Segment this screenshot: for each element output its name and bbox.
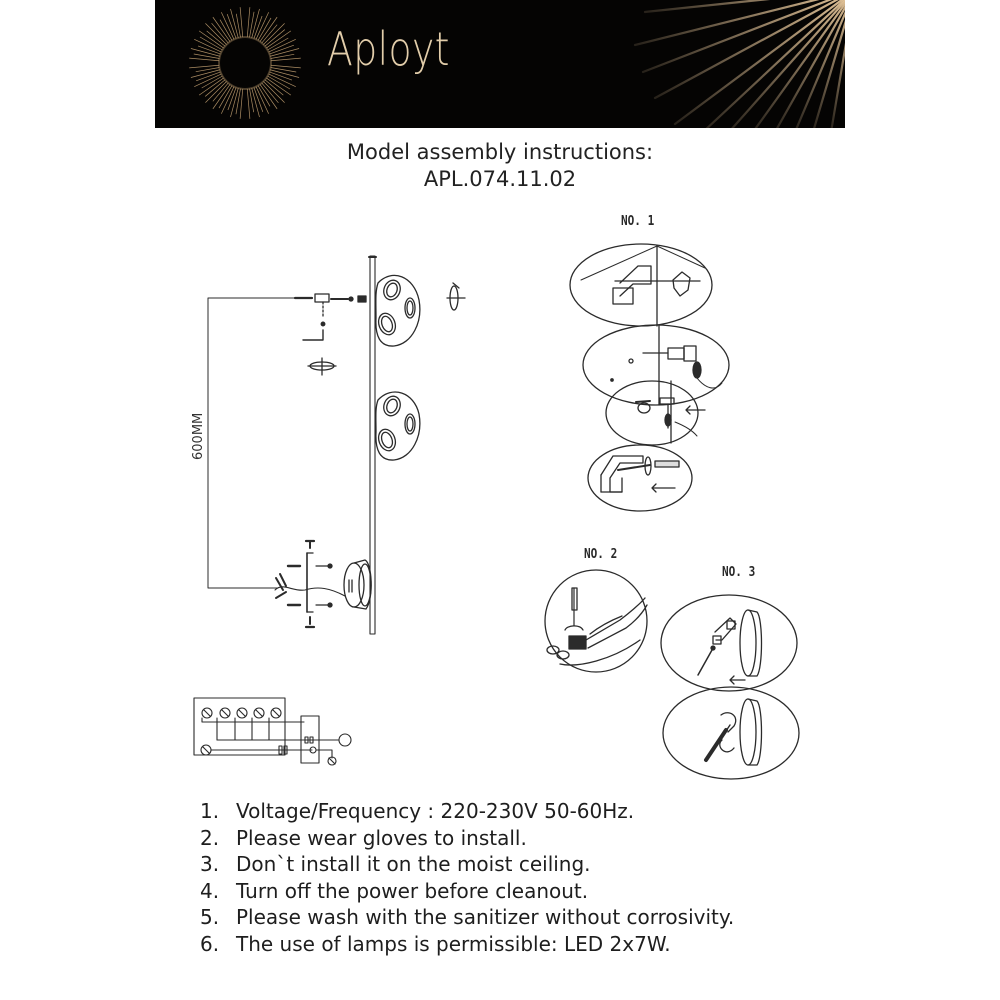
note-item: 3. Don`t install it on the moist ceiling.: [200, 851, 734, 878]
note-item: 2. Please wear gloves to install.: [200, 825, 734, 852]
document-title: Model assembly instructions:: [346, 140, 654, 164]
rotate-arrow-icon: [446, 282, 466, 311]
step-1-label: NO. 1: [621, 214, 655, 229]
note-text: Don`t install it on the moist ceiling.: [236, 852, 591, 876]
note-number: 5.: [200, 905, 220, 929]
safety-notes-list: 1.Voltage/Frequency : 220-230V 50-60Hz. …: [200, 798, 734, 957]
terminal-block: [200, 707, 352, 766]
sunburst-eclipse-icon: [187, 5, 303, 121]
mounting-bar: [368, 255, 377, 635]
step-3-panel-a: [660, 594, 798, 692]
note-item: 5. Please wash with the sanitizer without…: [200, 904, 734, 931]
note-item: 4. Turn off the power before cleanout.: [200, 878, 734, 905]
lamp-head-upper: [375, 274, 421, 347]
step-2-label: NO. 2: [584, 547, 618, 562]
wiring-schematic-icon: [193, 697, 352, 766]
brand-banner: Aployt: [155, 0, 845, 128]
note-item: 1. Voltage/Frequency : 220-230V 50-60Hz.: [200, 798, 734, 825]
step-1-panel-c: [605, 380, 706, 446]
step-3-label: NO. 3: [722, 565, 756, 580]
mounting-screw-assembly: [293, 293, 367, 341]
lamp-head-lower: [375, 391, 421, 461]
note-text: Voltage/Frequency : 220-230V 50-60Hz.: [236, 799, 635, 823]
brand-wordmark: Aployt: [327, 22, 450, 76]
note-text: Turn off the power before cleanout.: [236, 878, 589, 903]
step-1-panel-d: [587, 444, 693, 512]
step-3-panel-b: [662, 686, 800, 780]
note-item: 6. The use of lamps is permissible: LED 2…: [200, 931, 734, 958]
note-text: Please wash with the sanitizer without c…: [236, 905, 735, 929]
note-number: 6.: [200, 931, 220, 956]
model-number: APL.074.11.02: [423, 167, 577, 191]
note-text: Please wear gloves to install.: [236, 825, 527, 850]
rotate-arrow-icon: [307, 357, 337, 376]
ceiling-canopy: [343, 559, 372, 610]
dimension-label: 600MM: [191, 412, 206, 460]
banner-graphics: [187, 0, 845, 128]
note-number: 4.: [200, 878, 220, 903]
step-1-panel-b: [582, 324, 730, 406]
mounting-bracket: [274, 539, 346, 629]
gold-rays-decoration: [633, 0, 845, 128]
note-text: The use of lamps is permissible: LED 2x7…: [236, 931, 671, 956]
dimension-line: [207, 297, 299, 589]
step-2-panel: [544, 569, 648, 673]
note-number: 1.: [200, 799, 220, 823]
note-number: 2.: [200, 825, 220, 850]
note-number: 3.: [200, 852, 220, 876]
step-1-panel-a: [569, 243, 713, 327]
